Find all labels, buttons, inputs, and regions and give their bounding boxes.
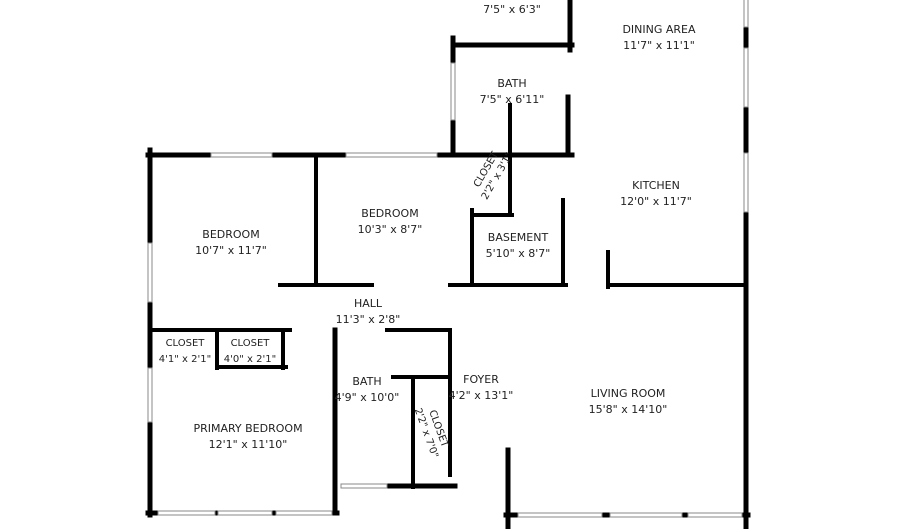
- wall: [150, 328, 292, 332]
- room-dims: 4'2" x 13'1": [448, 389, 514, 402]
- room-unnamed: 7'5" x 6'3": [483, 2, 541, 18]
- room-basement: BASEMENT 5'10" x 8'7": [486, 230, 551, 262]
- wall: [508, 103, 512, 217]
- wall: [332, 327, 338, 516]
- window: [157, 510, 216, 516]
- window: [340, 483, 388, 489]
- room-bedroom-left: BEDROOM 10'7" x 11'7": [195, 227, 267, 259]
- room-name: LIVING ROOM: [590, 387, 666, 400]
- window: [517, 512, 603, 518]
- wall: [147, 147, 153, 518]
- window: [147, 367, 153, 423]
- window: [345, 152, 438, 158]
- room-dims: 4'1" x 2'1": [158, 354, 212, 365]
- wall: [743, 0, 749, 529]
- room-name: BEDROOM: [361, 207, 419, 220]
- wall: [470, 208, 474, 287]
- wall: [384, 483, 458, 489]
- room-dining-area: DINING AREA 11'7" x 11'1": [622, 22, 695, 54]
- room-name: CLOSET: [165, 338, 205, 349]
- wall: [505, 447, 511, 529]
- wall: [391, 375, 452, 379]
- room-bath-lower: BATH 4'9" x 10'0": [335, 374, 400, 406]
- room-closet-1: CLOSET 4'1" x 2'1": [159, 336, 211, 368]
- wall: [314, 153, 318, 287]
- room-name: DINING AREA: [622, 23, 696, 36]
- window: [450, 62, 456, 121]
- room-name: BATH: [497, 77, 527, 90]
- wall: [606, 283, 748, 287]
- room-dims: 11'3" x 2'8": [335, 313, 401, 326]
- wall: [281, 328, 285, 370]
- room-bath-upper: BATH 7'5" x 6'11": [480, 76, 545, 108]
- room-name: HALL: [353, 297, 383, 310]
- room-dims: 10'3" x 8'7": [357, 223, 423, 236]
- room-dims: 15'8" x 14'10": [588, 403, 668, 416]
- room-primary-bedroom: PRIMARY BEDROOM 12'1" x 11'10": [193, 421, 302, 453]
- room-living-room: LIVING ROOM 15'8" x 14'10": [589, 386, 668, 418]
- room-bedroom-middle: BEDROOM 10'3" x 8'7": [358, 206, 423, 238]
- wall: [278, 283, 374, 287]
- room-dims: 12'0" x 11'7": [620, 195, 692, 208]
- window: [743, 0, 749, 28]
- window: [609, 512, 683, 518]
- room-closet-2: CLOSET 4'0" x 2'1": [224, 336, 276, 368]
- window: [687, 512, 743, 518]
- window: [743, 47, 749, 108]
- room-name: BASEMENT: [487, 231, 549, 244]
- wall: [411, 375, 415, 489]
- room-name: BEDROOM: [202, 228, 260, 241]
- room-dims: 5'10" x 8'7": [485, 247, 551, 260]
- wall: [448, 283, 568, 287]
- room-dims: 12'1" x 11'10": [208, 438, 288, 451]
- window: [275, 510, 333, 516]
- wall: [448, 328, 452, 477]
- room-kitchen: KITCHEN 12'0" x 11'7": [620, 178, 692, 210]
- wall: [567, 0, 573, 53]
- wall: [215, 365, 288, 369]
- room-name: KITCHEN: [632, 179, 680, 192]
- room-dims: 7'5" x 6'11": [479, 93, 545, 106]
- window: [147, 242, 153, 303]
- room-dims: 10'7" x 11'7": [195, 244, 267, 257]
- room-name: BATH: [352, 375, 382, 388]
- room-dims: 4'9" x 10'0": [334, 391, 400, 404]
- wall: [606, 250, 610, 289]
- wall: [470, 213, 514, 217]
- window: [743, 152, 749, 213]
- room-dims: 7'5" x 6'3": [483, 3, 541, 16]
- wall: [565, 94, 571, 158]
- window: [210, 152, 273, 158]
- wall: [561, 198, 565, 287]
- room-name: PRIMARY BEDROOM: [193, 422, 303, 435]
- room-name: CLOSET: [230, 338, 270, 349]
- wall: [385, 328, 452, 332]
- room-foyer: FOYER 4'2" x 13'1": [449, 372, 514, 404]
- room-dims: 11'7" x 11'1": [623, 39, 695, 52]
- wall: [450, 42, 575, 48]
- room-hall: HALL 11'3" x 2'8": [336, 296, 401, 328]
- window: [217, 510, 273, 516]
- room-dims: 4'0" x 2'1": [223, 354, 277, 365]
- wall: [215, 328, 219, 370]
- room-name: FOYER: [463, 373, 499, 386]
